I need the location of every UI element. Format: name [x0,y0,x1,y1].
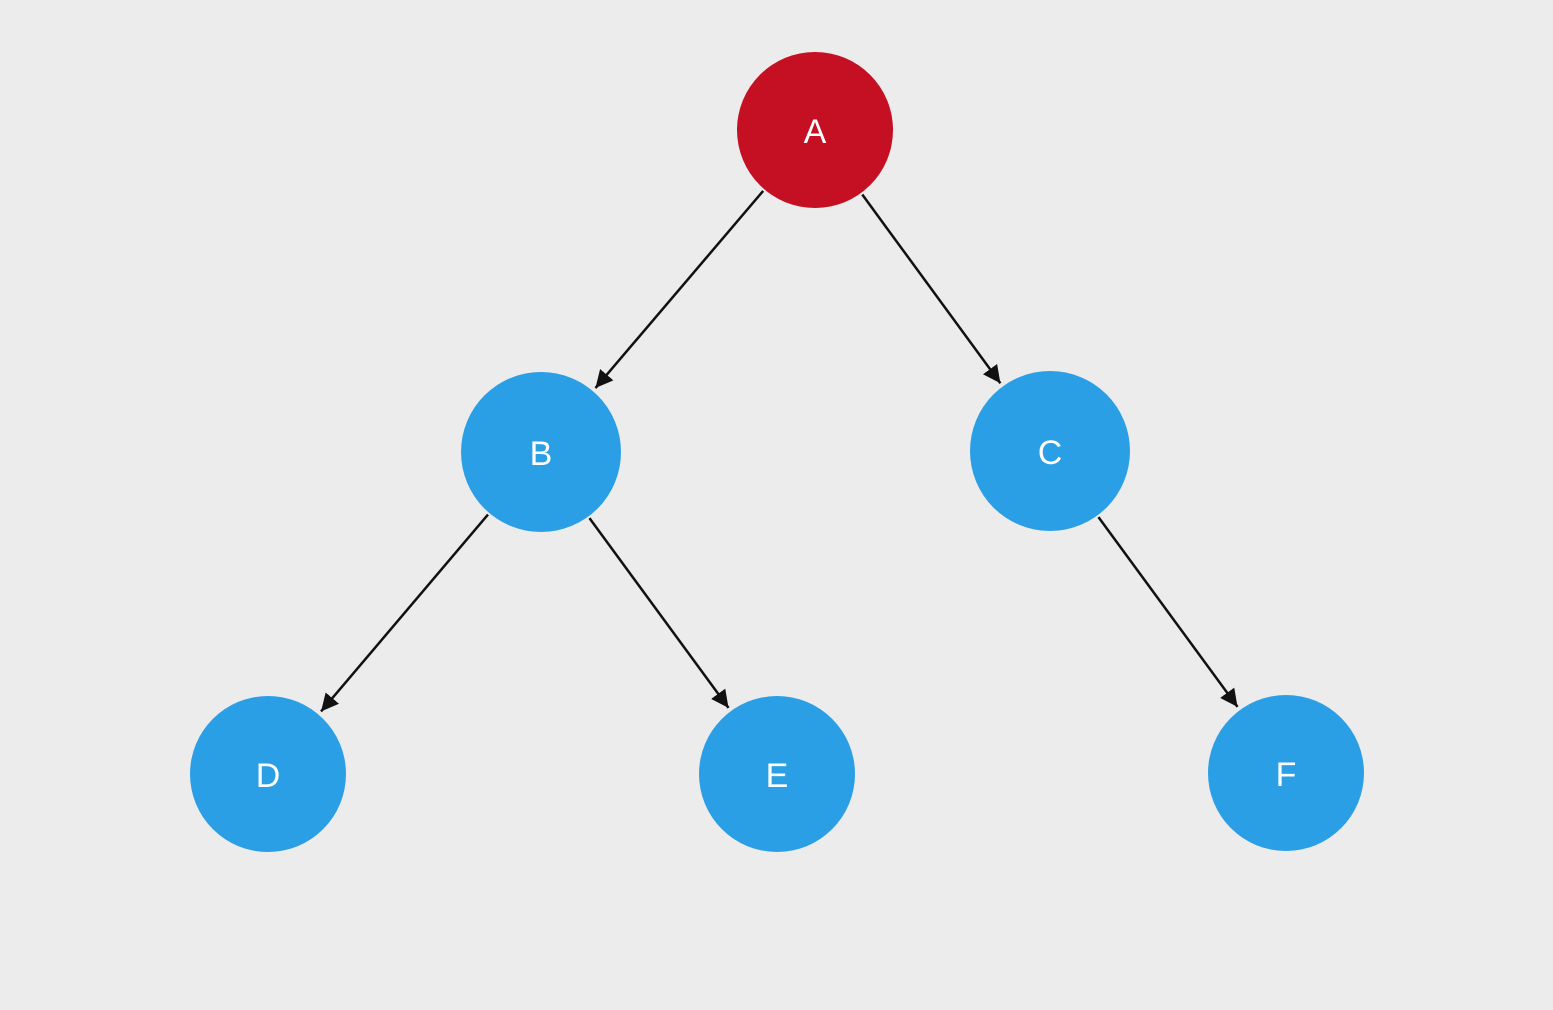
edge-a-c [861,193,1002,384]
node-e: E [699,696,855,852]
node-circle-d [190,696,346,852]
edge-b-e [588,517,730,709]
node-c: C [970,371,1130,531]
nodes-layer: A B C D E F [190,52,1364,852]
edge-b-d [320,513,489,713]
node-label-b: B [530,435,553,473]
node-label-f: F [1276,756,1297,794]
node-label-e: E [766,757,789,795]
node-a: A [737,52,893,208]
node-circle-b [461,372,621,532]
node-label-d: D [256,757,281,795]
node-f: F [1208,695,1364,851]
edges-layer [320,190,1239,713]
node-d: D [190,696,346,852]
node-circle-a [737,52,893,208]
node-circle-c [970,371,1130,531]
edge-a-b [594,190,765,389]
edge-c-f [1097,516,1239,708]
node-circle-f [1208,695,1364,851]
node-b: B [461,372,621,532]
node-circle-e [699,696,855,852]
node-label-c: C [1038,434,1063,472]
node-label-a: A [804,113,827,151]
